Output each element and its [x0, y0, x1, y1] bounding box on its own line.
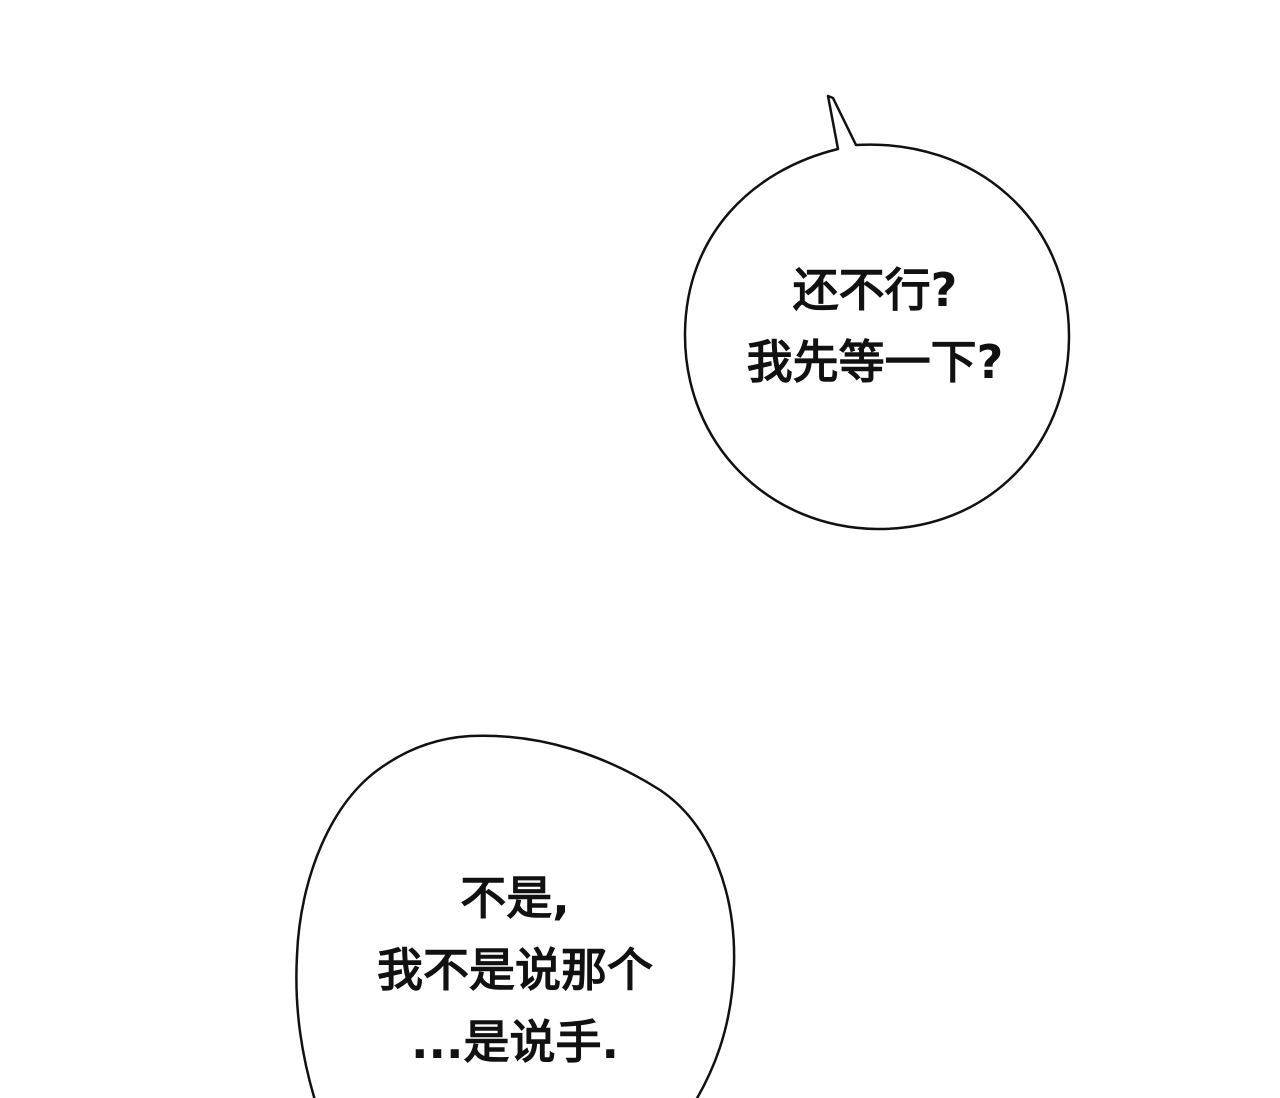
dialogue-line: 不是,	[460, 871, 570, 925]
speech-bubble-top	[683, 94, 1071, 531]
speech-bubble-bottom	[295, 734, 736, 1098]
speech-bubble-bottom-text: 不是, 我不是说那个 ...是说手.	[320, 862, 710, 1078]
dialogue-line: ...是说手.	[411, 1015, 619, 1069]
dialogue-line: 我不是说那个	[377, 943, 653, 997]
speech-bubble-top-text: 还不行? 我先等一下?	[700, 254, 1050, 398]
dialogue-line: 我先等一下?	[746, 335, 1004, 389]
dialogue-line: 还不行?	[792, 263, 958, 317]
